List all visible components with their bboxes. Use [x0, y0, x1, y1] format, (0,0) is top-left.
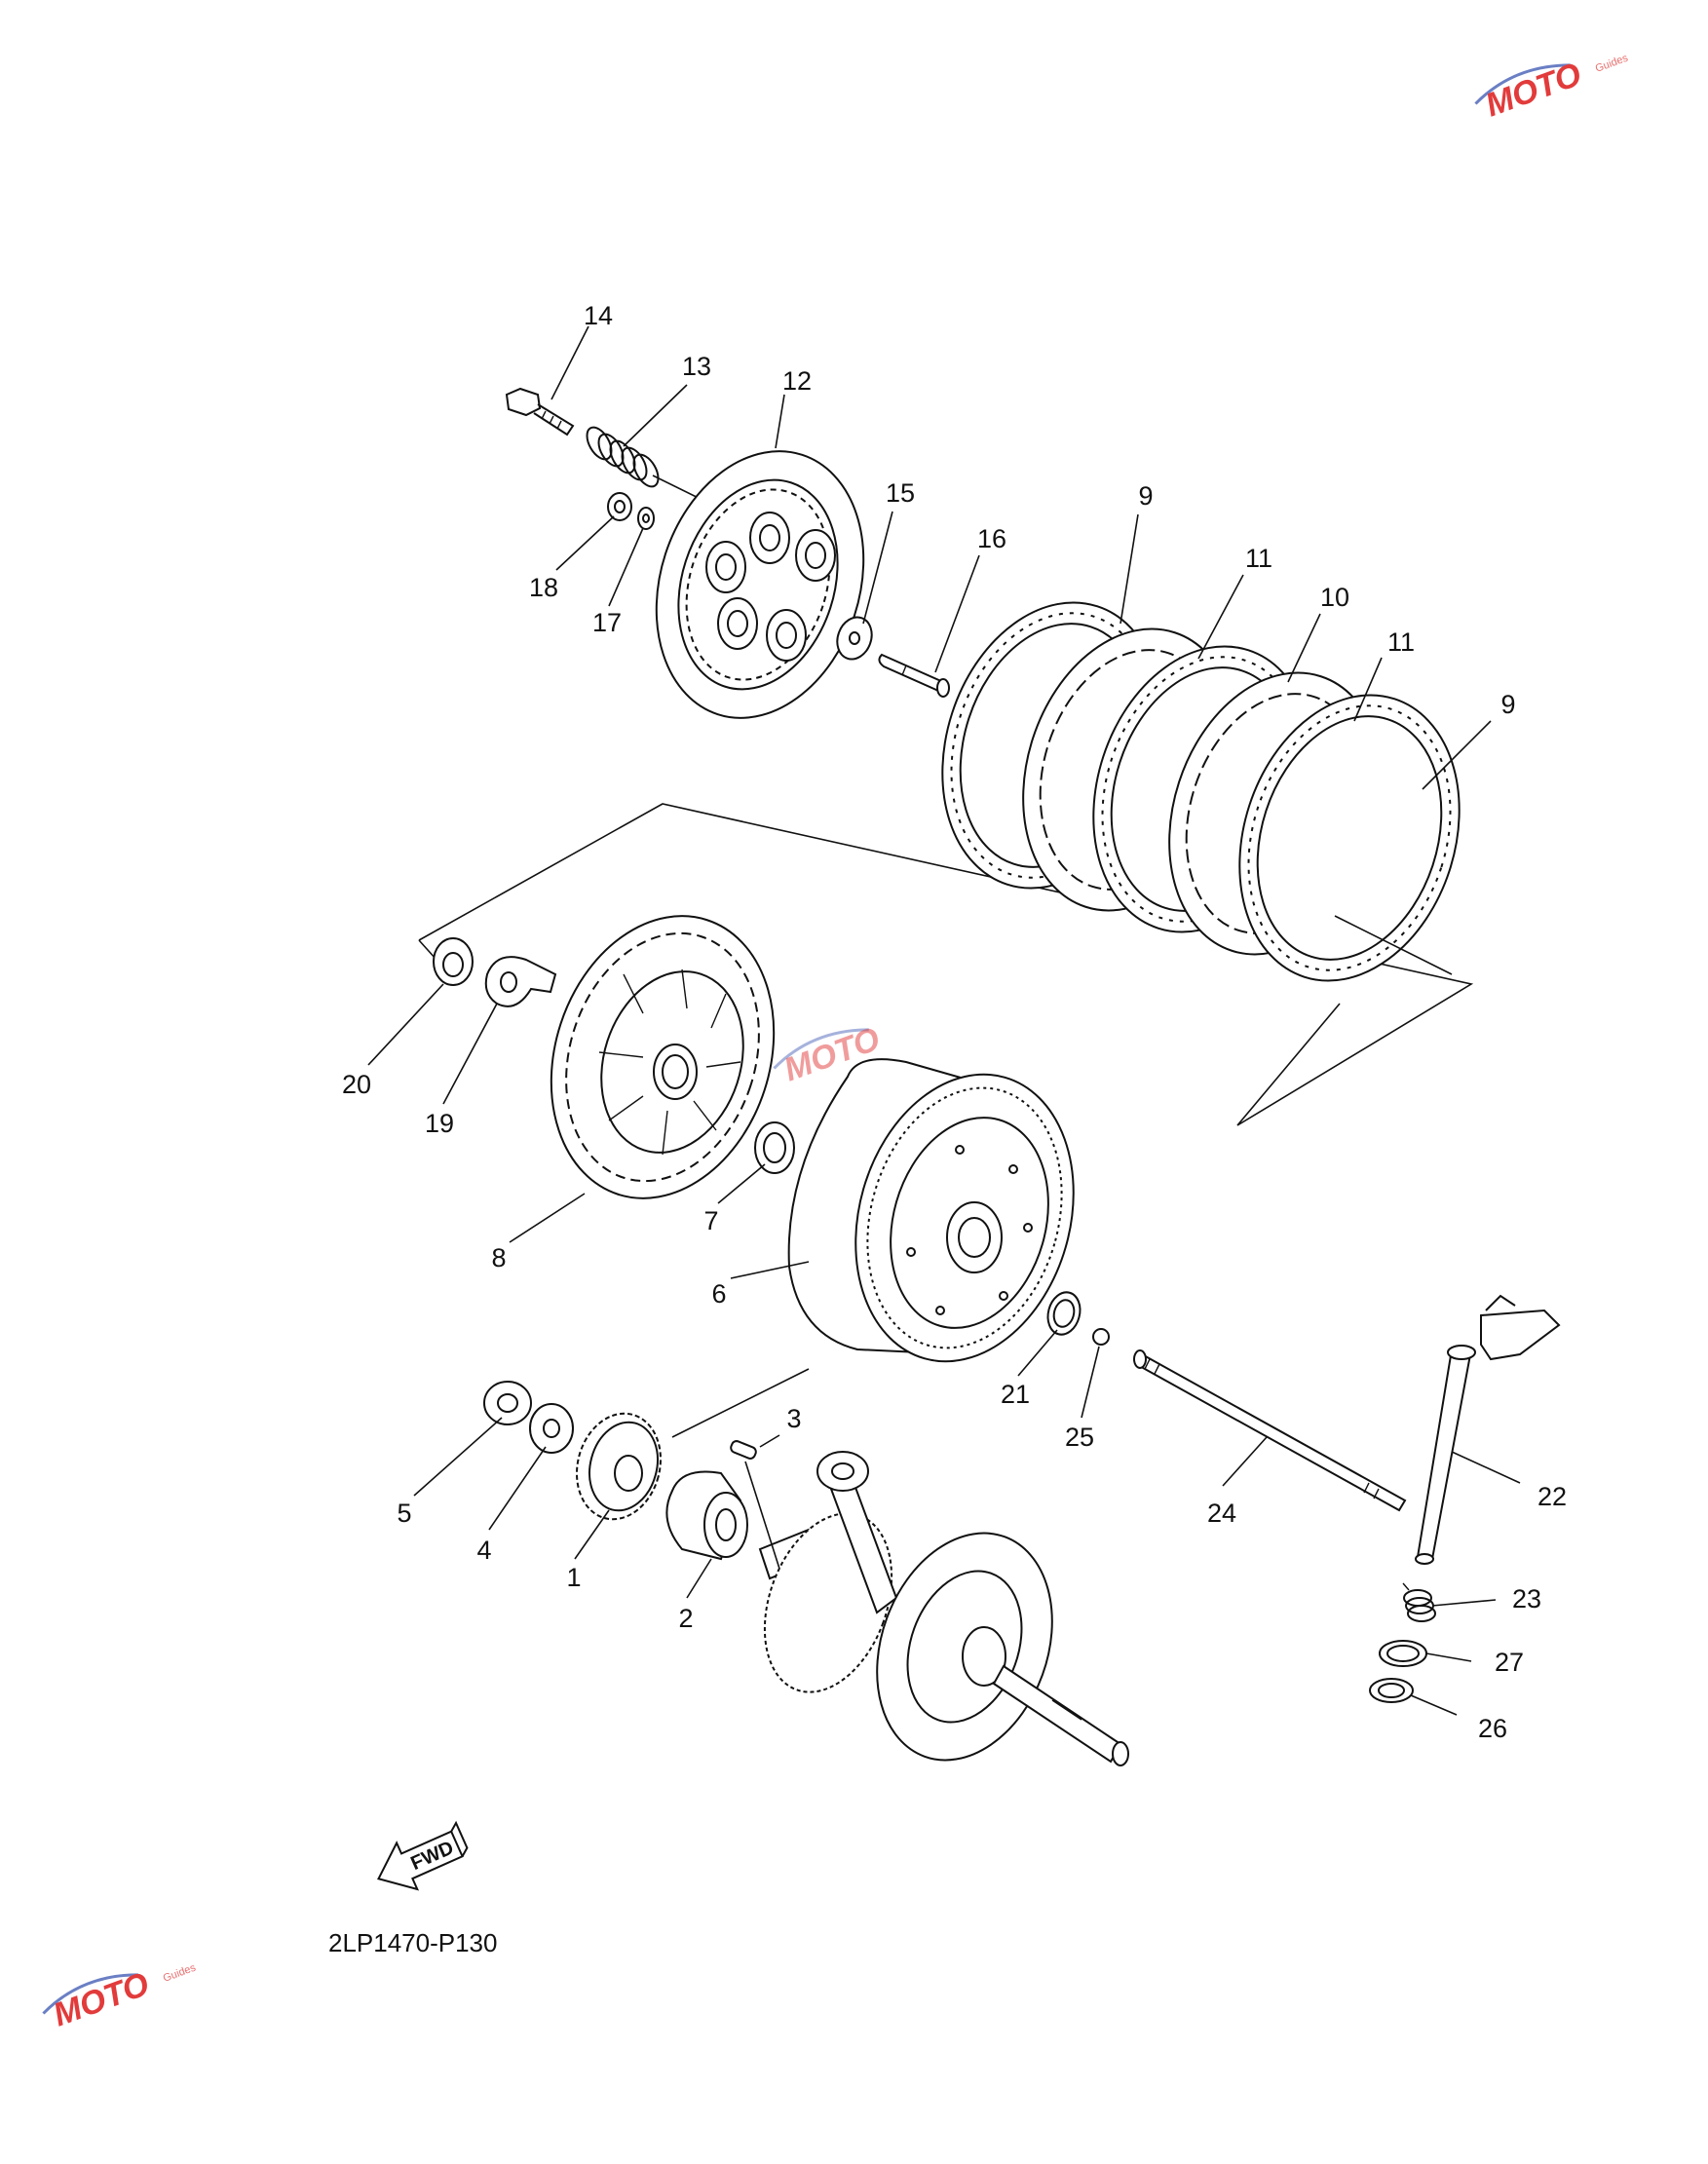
part-14-bolt [505, 387, 575, 437]
assembly-bracket-line [418, 803, 1474, 1126]
part-2-spacer [665, 1470, 748, 1561]
callout-25: 25 [1065, 1423, 1094, 1452]
callout-19: 19 [425, 1109, 454, 1138]
callout-26: 26 [1478, 1714, 1507, 1743]
part-27-o-ring [1379, 1640, 1427, 1667]
part-5-nut [483, 1381, 532, 1425]
part-25-ball [1092, 1328, 1110, 1346]
callout-11-front: 11 [1245, 544, 1272, 573]
part-8-clutch-boss [550, 915, 776, 1199]
callout-24: 24 [1207, 1499, 1236, 1528]
callout-5: 5 [397, 1499, 411, 1528]
callout-1: 1 [566, 1563, 581, 1592]
part-1-primary-drive-gear [576, 1412, 662, 1521]
svg-text:Guides: Guides [1594, 52, 1630, 74]
part-17-washer [637, 507, 655, 530]
part-23-spring [1402, 1582, 1436, 1622]
callout-2: 2 [678, 1604, 693, 1633]
part-9-friction-plate-rear [1238, 694, 1461, 982]
callout-labels: 14 13 12 18 17 15 16 9 11 10 11 9 20 19 … [342, 301, 1567, 1743]
crankshaft-assembly [758, 1451, 1129, 1766]
callout-13: 13 [682, 352, 711, 381]
callout-20: 20 [342, 1070, 371, 1099]
callout-10: 10 [1320, 583, 1349, 612]
part-19-lock-washer [484, 956, 557, 1007]
part-22-push-lever-shaft [1415, 1294, 1561, 1565]
callout-17: 17 [592, 608, 622, 637]
leader-lines [367, 325, 1521, 1716]
part-4-washer [529, 1403, 574, 1454]
callout-21: 21 [1001, 1380, 1030, 1409]
part-26-oil-seal [1369, 1678, 1414, 1703]
part-16-push-rod [878, 653, 950, 698]
svg-text:MOTO: MOTO [1481, 56, 1586, 124]
part-3-key [730, 1440, 757, 1460]
diagram-code: 2LP1470-P130 [328, 1928, 497, 1957]
part-20-nut [433, 937, 474, 986]
part-7-circlip [754, 1121, 795, 1174]
callout-16: 16 [977, 524, 1006, 553]
callout-12: 12 [782, 366, 812, 396]
svg-text:MOTO: MOTO [49, 1965, 154, 2033]
callout-11-rear: 11 [1387, 627, 1415, 657]
callout-22: 22 [1537, 1482, 1567, 1511]
callout-15: 15 [886, 478, 915, 508]
callout-9-front: 9 [1138, 481, 1153, 511]
callout-9-rear: 9 [1500, 690, 1515, 719]
part-13-spring [586, 426, 660, 488]
callout-7: 7 [703, 1206, 718, 1235]
part-12-pressure-plate [655, 450, 865, 719]
part-6-clutch-housing [787, 1058, 1075, 1363]
callout-6: 6 [711, 1279, 726, 1309]
callout-8: 8 [491, 1243, 506, 1272]
callout-18: 18 [529, 573, 558, 602]
fwd-arrow: FWD [377, 1820, 469, 1891]
part-21-washer [1046, 1291, 1082, 1336]
callout-4: 4 [476, 1536, 491, 1565]
callout-3: 3 [786, 1404, 801, 1433]
watermark-logo-top-right: MOTO Guides [1474, 52, 1630, 125]
callout-27: 27 [1495, 1648, 1524, 1677]
part-24-push-rod [1133, 1349, 1407, 1512]
part-15-washer [836, 616, 873, 661]
callout-14: 14 [584, 301, 613, 330]
part-18-nut [607, 492, 632, 521]
callout-23: 23 [1512, 1584, 1541, 1614]
watermark-logo-bottom-left: MOTO Guides [42, 1961, 198, 2034]
svg-text:Guides: Guides [162, 1961, 198, 1984]
